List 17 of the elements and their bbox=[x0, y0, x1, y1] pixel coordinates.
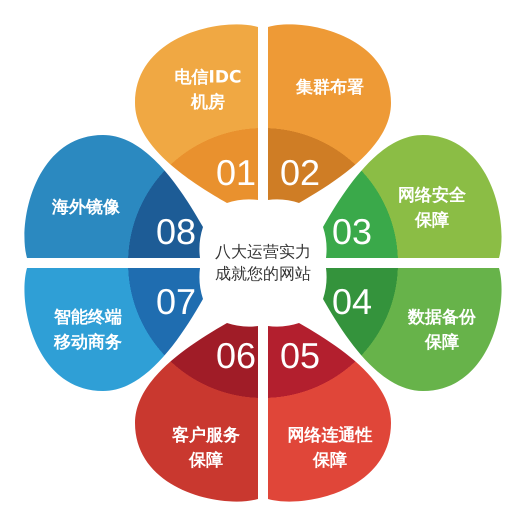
petal-label: 海外镜像 bbox=[51, 196, 121, 220]
petal-label: 集群布署 bbox=[294, 76, 365, 100]
step-number: 04 bbox=[332, 284, 372, 320]
center-title: 八大运营实力成就您的网站 bbox=[214, 241, 312, 285]
petal-label: 数据备份保障 bbox=[406, 306, 477, 354]
step-number: 08 bbox=[156, 214, 196, 250]
step-number: 03 bbox=[332, 214, 372, 250]
petal-label: 客户服务保障 bbox=[171, 424, 241, 472]
petal-label: 智能终端移动商务 bbox=[52, 306, 123, 354]
step-number: 07 bbox=[156, 284, 196, 320]
petal-label: 网络连通性保障 bbox=[286, 424, 374, 472]
petal-label: 网络安全保障 bbox=[397, 184, 467, 232]
step-number: 01 bbox=[216, 155, 256, 191]
step-number: 06 bbox=[216, 338, 256, 374]
step-number: 02 bbox=[280, 155, 320, 191]
petal-label: 电信IDC机房 bbox=[174, 66, 242, 114]
step-number: 05 bbox=[280, 338, 320, 374]
